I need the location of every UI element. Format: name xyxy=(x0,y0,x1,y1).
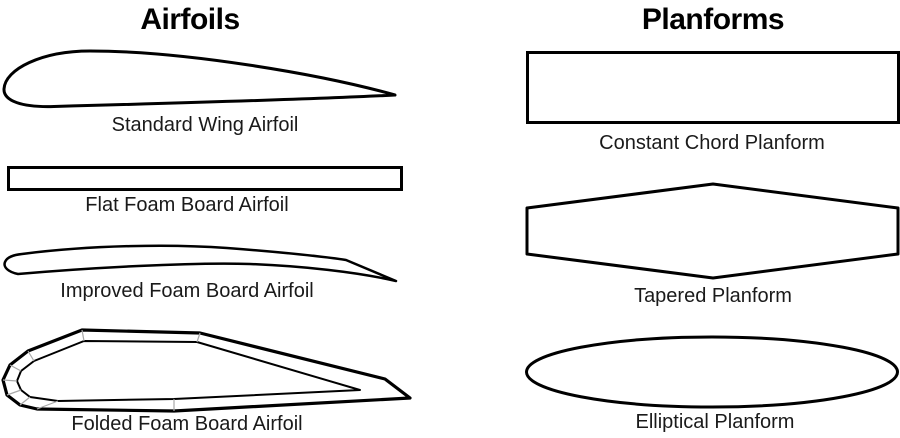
planforms-column-title: Planforms xyxy=(641,3,785,36)
constant-chord-planform-label: Constant Chord Planform xyxy=(599,132,825,154)
flat-foam-board-airfoil-shape xyxy=(7,166,403,191)
tapered-planform-shape xyxy=(525,182,900,280)
folded-airfoil-fold-lines xyxy=(2,329,201,411)
standard-wing-airfoil-label: Standard Wing Airfoil xyxy=(111,114,299,136)
improved-foam-board-airfoil-shape xyxy=(3,244,398,283)
elliptical-planform-shape xyxy=(525,335,899,409)
airfoils-column-title: Airfoils xyxy=(140,3,240,36)
constant-chord-planform-shape xyxy=(526,51,900,124)
standard-wing-airfoil-shape xyxy=(2,49,397,109)
tapered-planform-label: Tapered Planform xyxy=(634,285,792,307)
flat-foam-board-airfoil-label: Flat Foam Board Airfoil xyxy=(85,194,289,216)
elliptical-planform-label: Elliptical Planform xyxy=(635,411,795,433)
folded-foam-board-airfoil-label: Folded Foam Board Airfoil xyxy=(71,413,303,435)
improved-foam-board-airfoil-label: Improved Foam Board Airfoil xyxy=(60,280,314,302)
folded-foam-board-airfoil-shape xyxy=(1,328,412,413)
